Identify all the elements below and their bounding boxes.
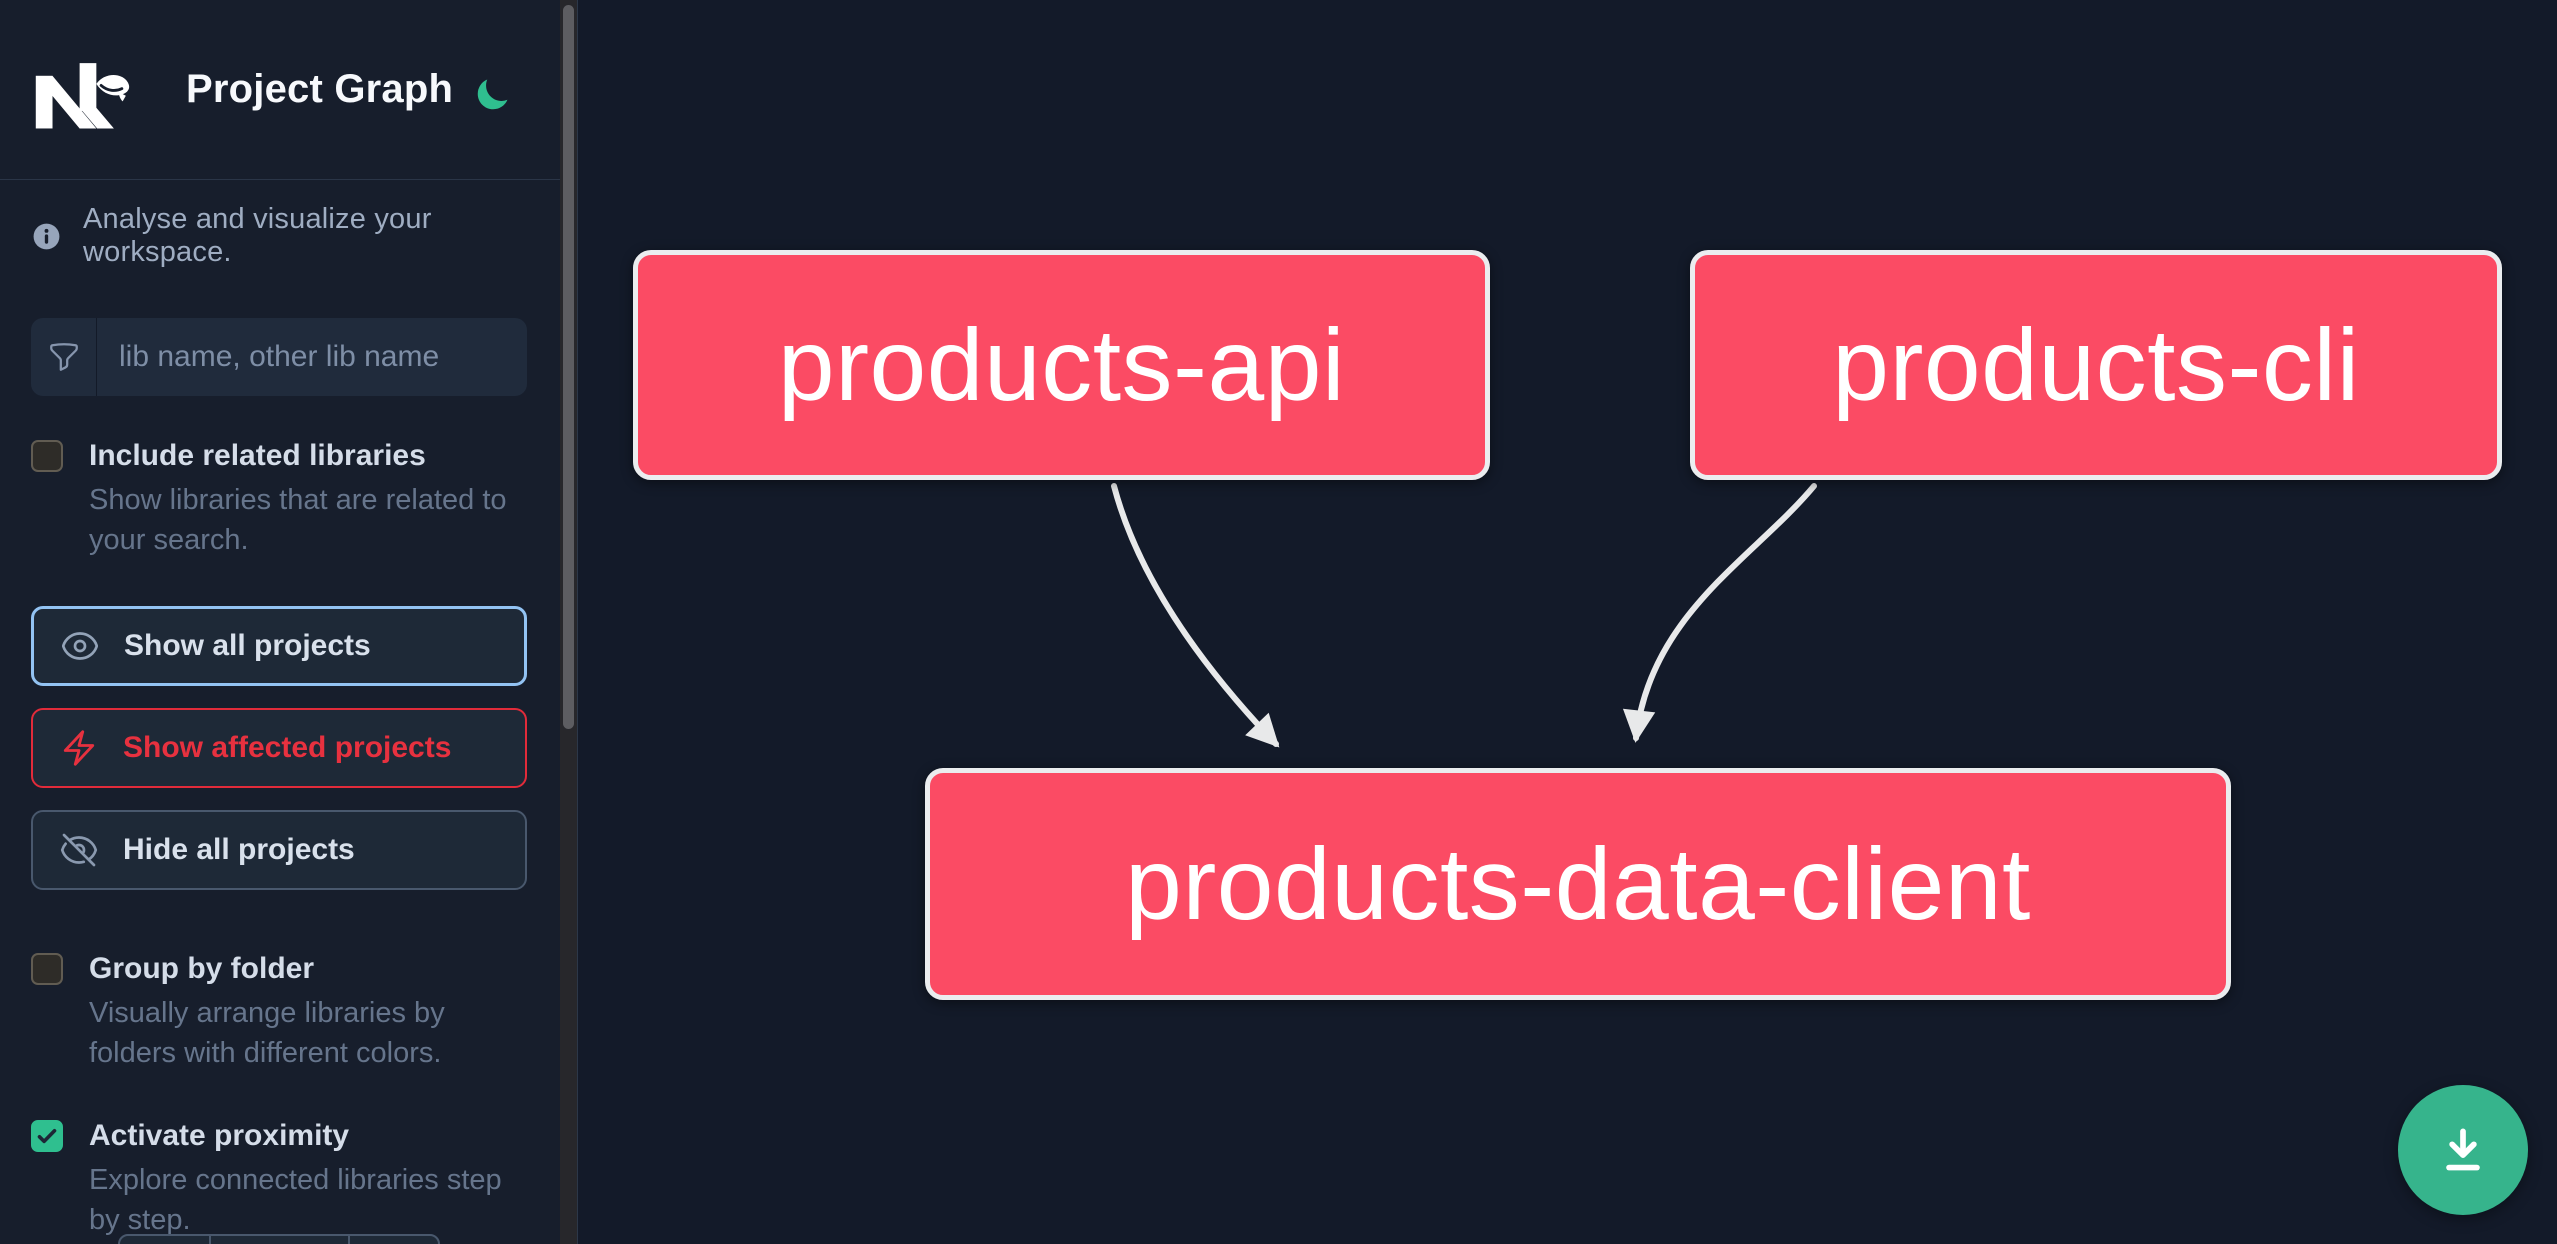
sidebar-scrollbar-thumb[interactable] [563,5,574,729]
project-graph-canvas[interactable]: products-api products-cli products-data-… [578,0,2557,1244]
dependency-edges [1111,483,1817,748]
node-label: products-api [777,307,1346,422]
option-label: Include related libraries [89,439,426,472]
sidebar-scrollbar-track[interactable] [560,0,578,1244]
activate-proximity-checkbox[interactable] [31,1120,63,1152]
hide-all-projects-label: Hide all projects [123,833,355,866]
check-icon [37,1129,57,1144]
download-graph-button[interactable] [2398,1085,2528,1215]
option-description: Explore connected libraries step by step… [89,1164,502,1236]
edge-products-cli-to-products-data-client [1622,483,1817,743]
show-all-projects-label: Show all projects [124,629,371,662]
option-group-by-folder: Group by folder Visually arrange librari… [31,950,531,1073]
page-title: Project Graph [186,67,454,111]
graph-node-products-api[interactable]: products-api [633,250,1490,480]
moon-icon [477,79,508,110]
proximity-decrement-button[interactable] [120,1236,211,1244]
library-filter-input[interactable] [97,318,527,396]
hide-all-projects-button[interactable]: Hide all projects [31,810,527,890]
nx-logo [35,63,130,129]
bolt-icon [63,730,95,766]
info-circle-icon [33,223,60,249]
download-icon [2446,1128,2480,1171]
proximity-value [211,1236,350,1244]
sidebar-header: Project Graph [0,0,560,180]
workspace-info-row: Analyse and visualize your workspace. [31,203,531,269]
option-include-related-libraries: Include related libraries Show libraries… [31,437,531,560]
theme-toggle-button[interactable] [472,76,512,116]
group-by-folder-checkbox[interactable] [31,953,63,985]
search-box [31,318,527,396]
workspace-info-text: Analyse and visualize your workspace. [83,203,432,268]
show-affected-projects-button[interactable]: Show affected projects [31,708,527,788]
graph-node-products-data-client[interactable]: products-data-client [925,768,2231,1000]
graph-node-products-cli[interactable]: products-cli [1690,250,2502,480]
sidebar: Project Graph Analyse and visualize your… [0,0,560,1244]
proximity-stepper[interactable] [118,1234,440,1244]
option-description: Show libraries that are related to your … [89,484,507,556]
node-label: products-cli [1832,307,2360,422]
eye-slash-icon [60,833,98,867]
option-activate-proximity: Activate proximity Explore connected lib… [31,1117,531,1240]
option-label: Group by folder [89,952,314,985]
funnel-filter-icon [31,318,97,396]
show-all-projects-button[interactable]: Show all projects [31,606,527,686]
include-related-libraries-checkbox[interactable] [31,440,63,472]
option-description: Visually arrange libraries by folders wi… [89,997,445,1069]
edge-products-api-to-products-data-client [1111,483,1280,748]
proximity-increment-button[interactable] [350,1236,438,1244]
eye-icon [61,632,99,660]
option-label: Activate proximity [89,1119,350,1152]
node-label: products-data-client [1125,826,2031,941]
show-affected-projects-label: Show affected projects [123,731,452,764]
